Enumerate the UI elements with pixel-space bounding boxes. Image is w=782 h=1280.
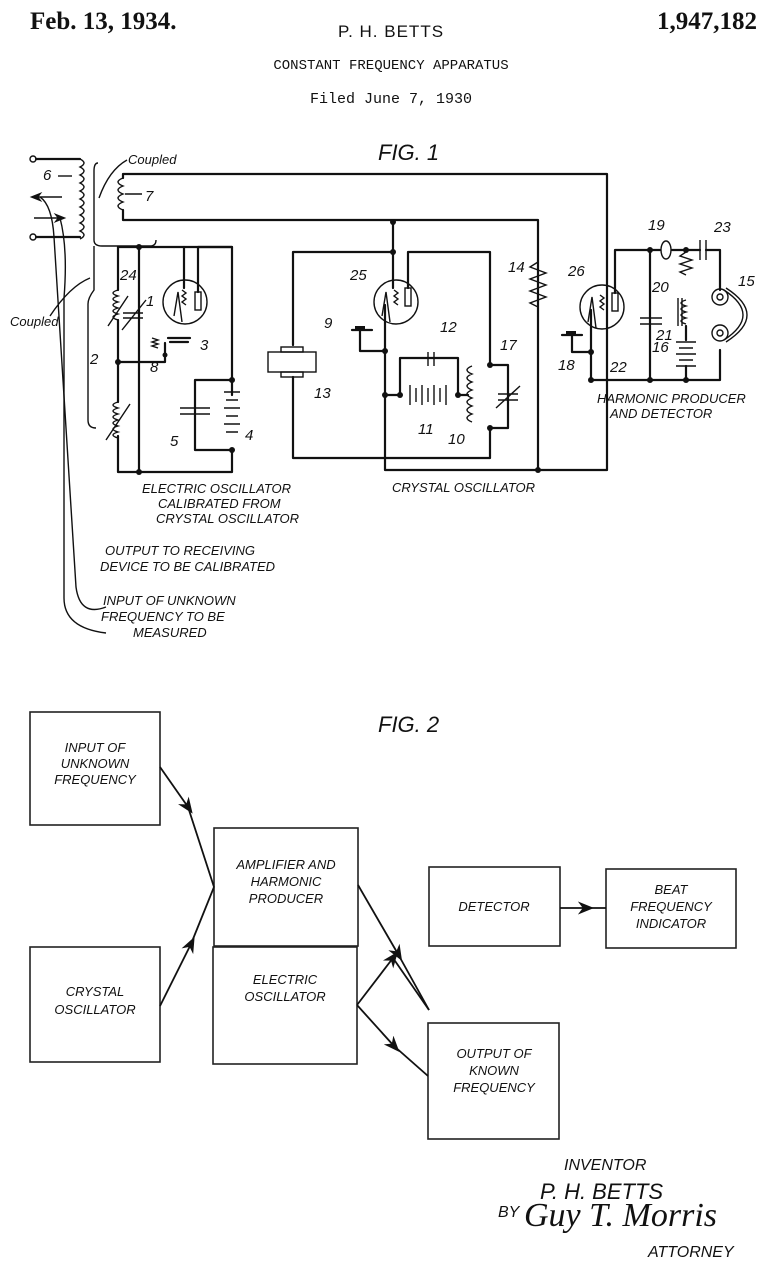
svg-text:INDICATOR: INDICATOR xyxy=(636,916,706,931)
attorney-signature: Guy T. Morris xyxy=(524,1197,717,1234)
svg-text:DETECTOR: DETECTOR xyxy=(458,899,529,914)
ref-26: 26 xyxy=(567,263,585,280)
ref-19: 19 xyxy=(648,217,665,234)
svg-text:KNOWN: KNOWN xyxy=(469,1063,519,1078)
label-coupled-top: Coupled xyxy=(128,152,177,167)
block-detector: DETECTOR xyxy=(428,866,561,947)
label-harmonic-2: AND DETECTOR xyxy=(609,406,712,421)
ref-8: 8 xyxy=(150,359,159,376)
fig1: FIG. 1 7 6 Coupled Coupled xyxy=(10,140,755,640)
svg-text:OUTPUT OF: OUTPUT OF xyxy=(456,1046,532,1061)
ref-6: 6 xyxy=(43,167,52,184)
svg-text:FREQUENCY: FREQUENCY xyxy=(54,772,137,787)
ref-3: 3 xyxy=(200,337,209,354)
inventor-name: P. H. BETTS xyxy=(540,1179,663,1204)
ref-17: 17 xyxy=(500,337,517,354)
label-electric-osc-1: ELECTRIC OSCILLATOR xyxy=(142,481,291,496)
ref-21: 21 xyxy=(655,327,673,344)
coupling-transformer: 7 6 Coupled Coupled xyxy=(10,152,609,634)
electric-oscillator-circuit: 24 1 3 8 2 5 4 ELECTRIC OSCILLATOR CALIB… xyxy=(89,244,299,526)
ref-11: 11 xyxy=(418,421,434,438)
svg-text:HARMONIC: HARMONIC xyxy=(251,874,322,889)
fig1-title: FIG. 1 xyxy=(378,140,439,165)
block-beat-indicator: BEAT FREQUENCY INDICATOR xyxy=(605,868,737,949)
svg-text:OSCILLATOR: OSCILLATOR xyxy=(244,989,325,1004)
ref-7: 7 xyxy=(145,188,154,205)
ref-23: 23 xyxy=(713,219,731,236)
ref-5: 5 xyxy=(170,433,179,450)
block-crystal-oscillator: CRYSTAL OSCILLATOR xyxy=(29,946,161,1063)
label-crystal-osc: CRYSTAL OSCILLATOR xyxy=(392,480,535,495)
ref-9: 9 xyxy=(324,315,333,332)
patent-title: CONSTANT FREQUENCY APPARATUS xyxy=(273,58,509,74)
svg-text:ELECTRIC: ELECTRIC xyxy=(253,972,318,987)
crystal-oscillator-circuit: 25 9 12 13 11 10 17 14 CRYSTAL OSCILLATO… xyxy=(267,219,609,495)
harmonic-detector-circuit: 26 18 19 23 20 16 21 22 15 HARMONIC PROD… xyxy=(558,217,755,421)
patent-date: Feb. 13, 1934. xyxy=(30,8,177,35)
label-output-1: OUTPUT TO RECEIVING xyxy=(105,543,255,558)
svg-text:OSCILLATOR: OSCILLATOR xyxy=(54,1002,135,1017)
fig2-connectors xyxy=(159,766,606,1077)
block-output-known: OUTPUT OF KNOWN FREQUENCY xyxy=(427,1022,560,1140)
svg-text:CRYSTAL: CRYSTAL xyxy=(66,984,125,999)
svg-text:PRODUCER: PRODUCER xyxy=(249,891,323,906)
inventor-label: INVENTOR xyxy=(564,1157,647,1174)
ref-22: 22 xyxy=(609,359,627,376)
ref-10: 10 xyxy=(448,431,465,448)
label-input-1: INPUT OF UNKNOWN xyxy=(103,593,236,608)
svg-text:BEAT: BEAT xyxy=(655,882,689,897)
label-output-2: DEVICE TO BE CALIBRATED xyxy=(100,559,275,574)
ref-20: 20 xyxy=(651,279,669,296)
label-harmonic-1: HARMONIC PRODUCER xyxy=(597,391,746,406)
ref-2: 2 xyxy=(89,351,99,368)
svg-text:FREQUENCY: FREQUENCY xyxy=(630,899,713,914)
ref-13: 13 xyxy=(314,385,331,402)
fig2-title: FIG. 2 xyxy=(378,712,439,737)
ref-16: 16 xyxy=(652,339,669,356)
ref-25: 25 xyxy=(349,267,367,284)
block-input-unknown: INPUT OF UNKNOWN FREQUENCY xyxy=(29,711,161,826)
ref-15: 15 xyxy=(738,273,755,290)
attorney-label: ATTORNEY xyxy=(647,1244,735,1261)
block-electric-oscillator: ELECTRIC OSCILLATOR xyxy=(212,946,358,1065)
signature-block: INVENTOR P. H. BETTS BY Guy T. Morris AT… xyxy=(498,1157,735,1261)
fig2-block-diagram: FIG. 2 INPUT OF UNKNOWN FREQUENCY CRYSTA… xyxy=(29,711,737,1140)
svg-text:FREQUENCY: FREQUENCY xyxy=(453,1080,536,1095)
label-input-2: FREQUENCY TO BE xyxy=(101,609,225,624)
svg-text:AMPLIFIER AND: AMPLIFIER AND xyxy=(235,857,335,872)
label-coupled-left: Coupled xyxy=(10,314,59,329)
ref-18: 18 xyxy=(558,357,575,374)
svg-text:UNKNOWN: UNKNOWN xyxy=(61,756,130,771)
label-electric-osc-2: CALIBRATED FROM xyxy=(158,496,281,511)
label-electric-osc-3: CRYSTAL OSCILLATOR xyxy=(156,511,299,526)
inventor-header: P. H. BETTS xyxy=(337,22,445,41)
by-label: BY xyxy=(498,1204,521,1221)
patent-number: 1,947,182 xyxy=(657,8,757,35)
ref-24: 24 xyxy=(119,267,137,284)
label-input-3: MEASURED xyxy=(133,625,207,640)
block-amplifier-harmonic: AMPLIFIER AND HARMONIC PRODUCER xyxy=(213,827,359,947)
ref-12: 12 xyxy=(440,319,457,336)
ref-4: 4 xyxy=(245,427,253,444)
filed-date: Filed June 7, 1930 xyxy=(309,91,473,108)
ref-1: 1 xyxy=(146,293,154,310)
ref-14: 14 xyxy=(508,259,525,276)
svg-text:INPUT OF: INPUT OF xyxy=(65,740,127,755)
